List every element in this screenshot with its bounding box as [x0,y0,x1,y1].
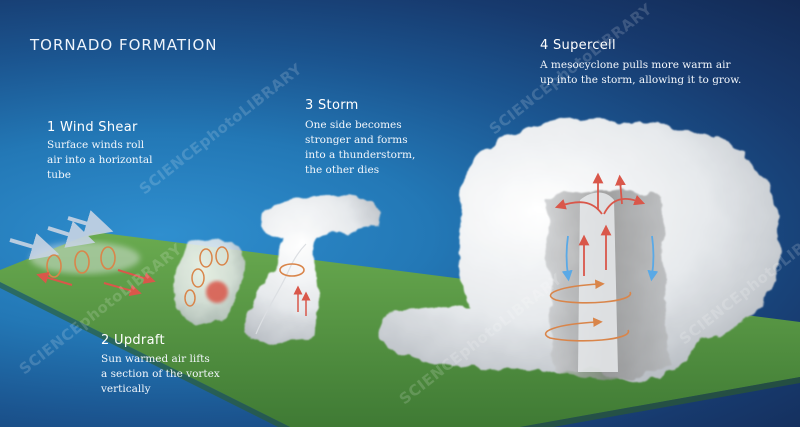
step-heading: 4 Supercell [540,38,616,53]
step-text: A mesocyclone pulls more warm air up int… [540,58,780,88]
step-text-line: A mesocyclone pulls more warm air [540,59,731,71]
step-text-line: vertically [101,383,151,395]
step-wind-shear: 1 Wind Shear Surface winds roll air into… [47,120,222,183]
step-text-line: the other dies [305,164,380,176]
step-text: Surface winds roll air into a horizontal… [47,138,222,183]
wind-shear-stage [9,210,156,297]
storm-stage [243,195,382,342]
updraft-stage [175,238,245,325]
step-text: Sun warmed air lifts a section of the vo… [101,352,276,397]
step-supercell: 4 Supercell A mesocyclone pulls more war… [540,38,780,88]
step-text: One side becomes stronger and forms into… [305,118,480,178]
step-updraft: 2 Updraft Sun warmed air lifts a section… [101,333,276,397]
step-text-line: Surface winds roll [47,139,145,151]
step-text-line: air into a horizontal [47,154,153,166]
step-text-line: a section of the vortex [101,368,220,380]
step-storm: 3 Storm One side becomes stronger and fo… [305,98,480,178]
diagram-title: TORNADO FORMATION [30,36,218,54]
step-heading: 1 Wind Shear [47,120,138,135]
step-text-line: up into the storm, allowing it to grow. [540,74,742,86]
step-heading: 3 Storm [305,98,359,113]
step-text-line: tube [47,169,71,181]
step-text-line: Sun warmed air lifts [101,353,210,365]
step-text-line: into a thunderstorm, [305,149,416,161]
step-text-line: stronger and forms [305,134,408,146]
supercell-stage [379,119,780,381]
step-heading: 2 Updraft [101,333,165,348]
step-text-line: One side becomes [305,119,402,131]
